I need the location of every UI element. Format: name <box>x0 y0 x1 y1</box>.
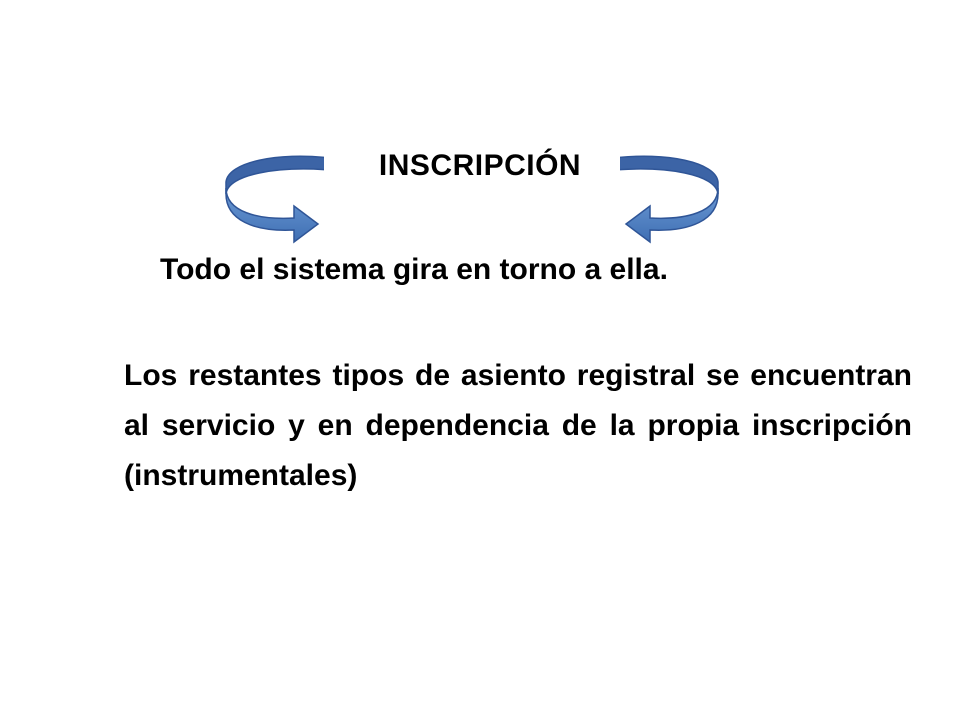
slide-body-text: Los restantes tipos de asiento registral… <box>124 359 912 492</box>
slide-subtitle: Todo el sistema gira en torno a ella. <box>160 253 668 286</box>
left-curved-arrow-icon <box>225 155 324 244</box>
right-curved-arrow-icon <box>620 155 719 244</box>
slide-title: INSCRIPCIÓN <box>378 149 582 182</box>
